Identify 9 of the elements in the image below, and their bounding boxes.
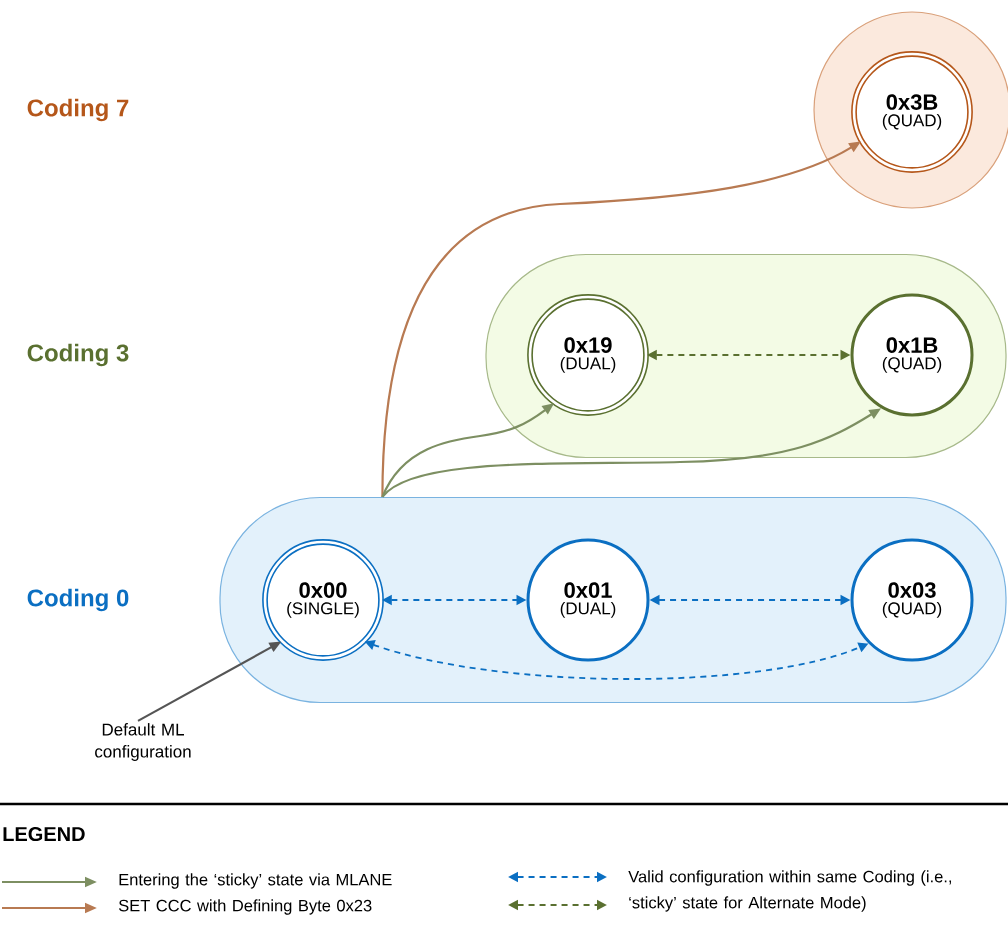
note-text: Default ML configuration	[95, 723, 191, 761]
legend-heading: LEGEND	[3, 826, 85, 842]
node-label: (QUAD)	[882, 113, 942, 130]
coding-label: Coding 0	[27, 588, 129, 612]
node-label: 0x3B	[886, 94, 938, 110]
legend-text: Entering the ‘sticky’ state via MLANE SET CCC with Defining Byte 0x23	[118, 873, 392, 915]
coding-label: Coding 7	[27, 98, 129, 122]
coding-label: Coding 3	[27, 343, 129, 367]
legend-text: Valid configuration within same Coding (i.e., ‘sticky’ state for Alternate Mode)	[628, 870, 951, 912]
